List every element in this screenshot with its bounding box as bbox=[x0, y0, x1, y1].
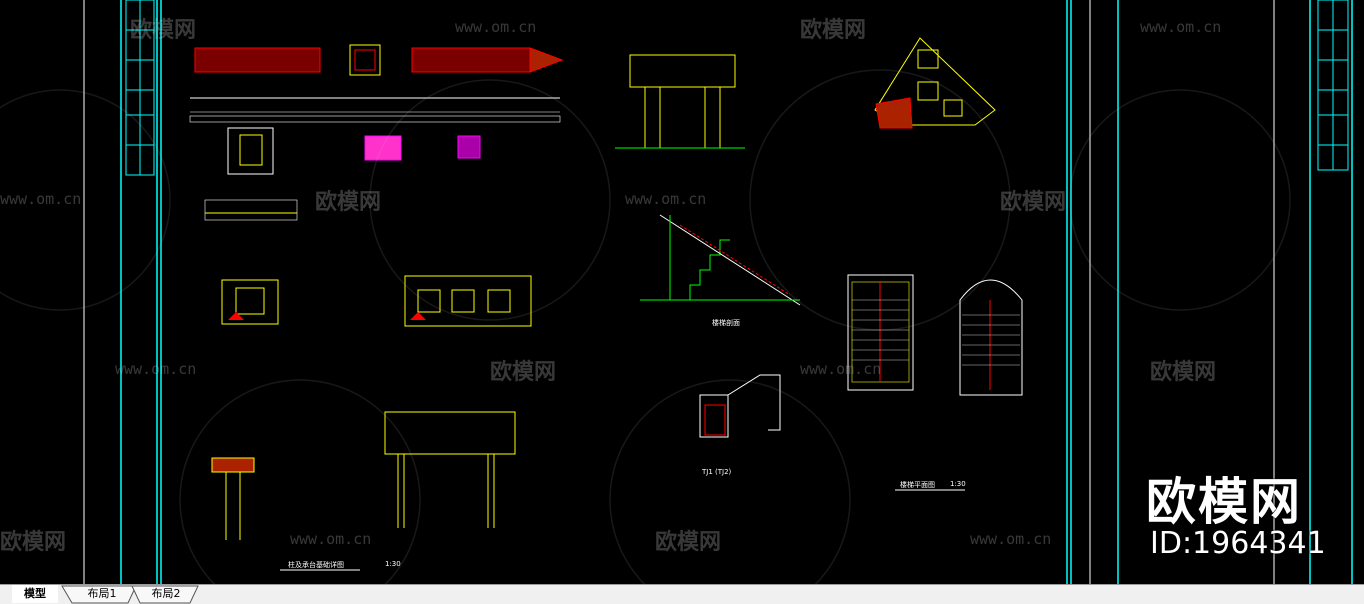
tab-model[interactable]: 模型 bbox=[12, 585, 58, 603]
layout-tab-bar: 模型 布局1 布局2 bbox=[0, 584, 1364, 604]
stair-section bbox=[640, 214, 801, 306]
tab-layout-1[interactable]: 布局1 bbox=[87, 587, 117, 600]
stair-plan-scale: 1:30 bbox=[950, 480, 966, 488]
tab-layout-2[interactable]: 布局2 bbox=[151, 587, 181, 600]
foundation-scale: 1:30 bbox=[385, 560, 401, 568]
stair-section-title: 楼梯剖面 bbox=[712, 319, 740, 327]
brand-id: ID:1964341 bbox=[1150, 526, 1326, 561]
foundation-title: 柱及承台基础详图 bbox=[288, 561, 344, 569]
cad-model-canvas[interactable]: 欧模网 欧模网 欧模网 欧模网 欧模网 欧模网 欧模网 欧模网 www.om.c… bbox=[0, 0, 1364, 584]
tj-section-title: TJ1 (TJ2) bbox=[702, 468, 732, 476]
tab-shapes bbox=[61, 585, 199, 604]
brand-logo-text: 欧模网 bbox=[1146, 473, 1302, 531]
stair-plan-title: 楼梯平面图 bbox=[900, 481, 935, 489]
beam-elevation bbox=[194, 47, 564, 73]
drawing-svg bbox=[0, 0, 1353, 584]
